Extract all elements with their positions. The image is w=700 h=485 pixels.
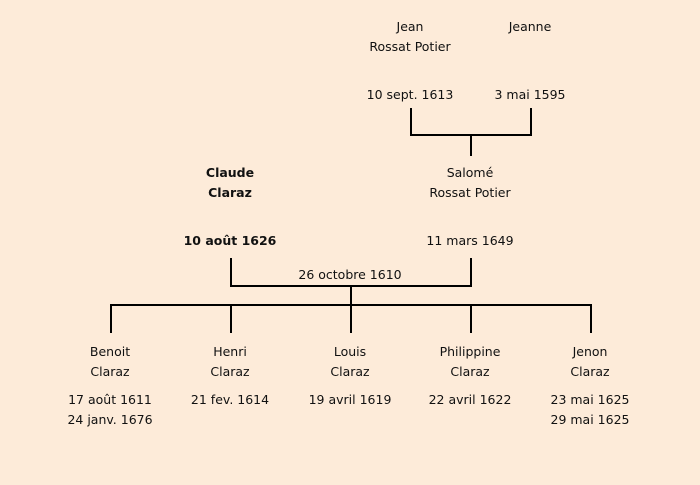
last-name: Rossat Potier [369,39,451,54]
date-birth: 21 fev. 1614 [190,392,270,407]
first-name: Jenon [572,344,608,359]
connector-line [410,108,412,136]
connector-line [470,134,472,156]
person-jenon[interactable]: Jenon Claraz 23 mai 1625 29 mai 1625 [520,342,660,430]
connector-line [230,304,232,333]
last-name: Claraz [330,364,370,379]
date: 10 sept. 1613 [366,87,454,102]
connector-line [350,304,352,333]
date-death: 29 mai 1625 [550,412,630,427]
date-birth: 17 août 1611 [68,392,152,407]
person-louis[interactable]: Louis Claraz 19 avril 1619 [280,342,420,410]
connector-line [350,285,352,306]
first-name: Jeanne [508,19,552,34]
date: 3 mai 1595 [494,87,566,102]
last-name: Rossat Potier [429,185,511,200]
first-name: Henri [213,344,247,359]
first-name: Jean [396,19,424,34]
marriage-date: 26 octobre 1610 [298,267,402,282]
date: 10 août 1626 [183,233,277,248]
person-benoit[interactable]: Benoit Claraz 17 août 1611 24 janv. 1676 [40,342,180,430]
person-philippine[interactable]: Philippine Claraz 22 avril 1622 [400,342,540,410]
last-name: Claraz [208,185,252,200]
date-birth: 22 avril 1622 [428,392,512,407]
connector-line [470,258,472,287]
person-jean[interactable]: Jean Rossat Potier 10 sept. 1613 [340,17,480,105]
last-name: Claraz [90,364,130,379]
connector-line [230,258,232,287]
person-salome[interactable]: Salomé Rossat Potier 11 mars 1649 [400,163,540,251]
first-name: Louis [333,344,367,359]
date-birth: 23 mai 1625 [550,392,630,407]
connector-line [590,304,592,333]
first-name: Philippine [439,344,501,359]
person-henri[interactable]: Henri Claraz 21 fev. 1614 [160,342,300,410]
person-jeanne[interactable]: Jeanne 3 mai 1595 [460,17,600,105]
date-birth: 19 avril 1619 [308,392,392,407]
connector-line [530,108,532,136]
first-name: Salomé [446,165,494,180]
last-name: Claraz [210,364,250,379]
connector-line [470,304,472,333]
connector-line [110,304,112,333]
first-name: Benoit [89,344,131,359]
person-claude[interactable]: Claude Claraz 10 août 1626 [160,163,300,251]
last-name [460,37,600,57]
date: 11 mars 1649 [426,233,514,248]
last-name: Claraz [450,364,490,379]
last-name: Claraz [570,364,610,379]
first-name: Claude [205,165,255,180]
date-death: 24 janv. 1676 [67,412,153,427]
